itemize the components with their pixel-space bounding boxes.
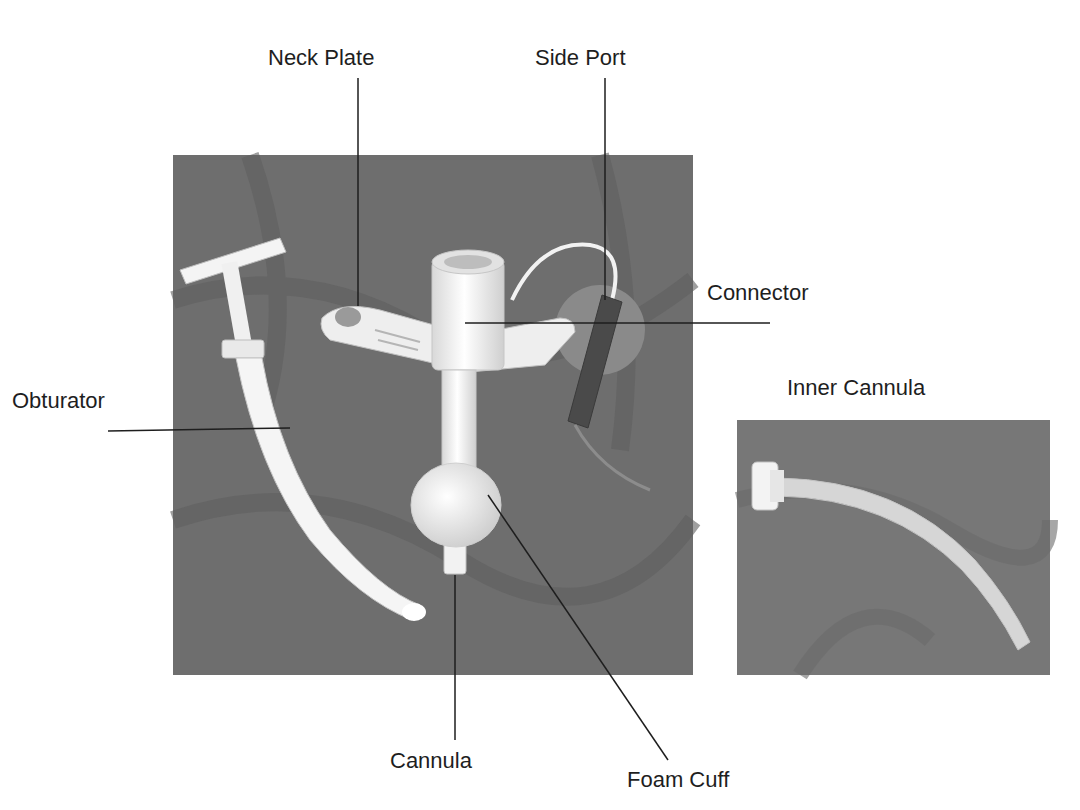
part-label: Inner Cannula [787, 375, 925, 401]
foam-cuff [411, 463, 501, 547]
part-label: Neck Plate [268, 45, 374, 71]
part-label: Cannula [390, 748, 472, 774]
part-label: Obturator [12, 388, 105, 414]
part-label: Foam Cuff [627, 767, 729, 793]
inner-cannula [752, 462, 1030, 650]
photo-panel [173, 155, 693, 675]
connector [432, 250, 504, 370]
part-label: Side Port [535, 45, 626, 71]
leader-lines [108, 78, 770, 760]
part-label: Connector [707, 280, 809, 306]
photo-panel [737, 420, 1050, 675]
side-port [512, 245, 650, 490]
